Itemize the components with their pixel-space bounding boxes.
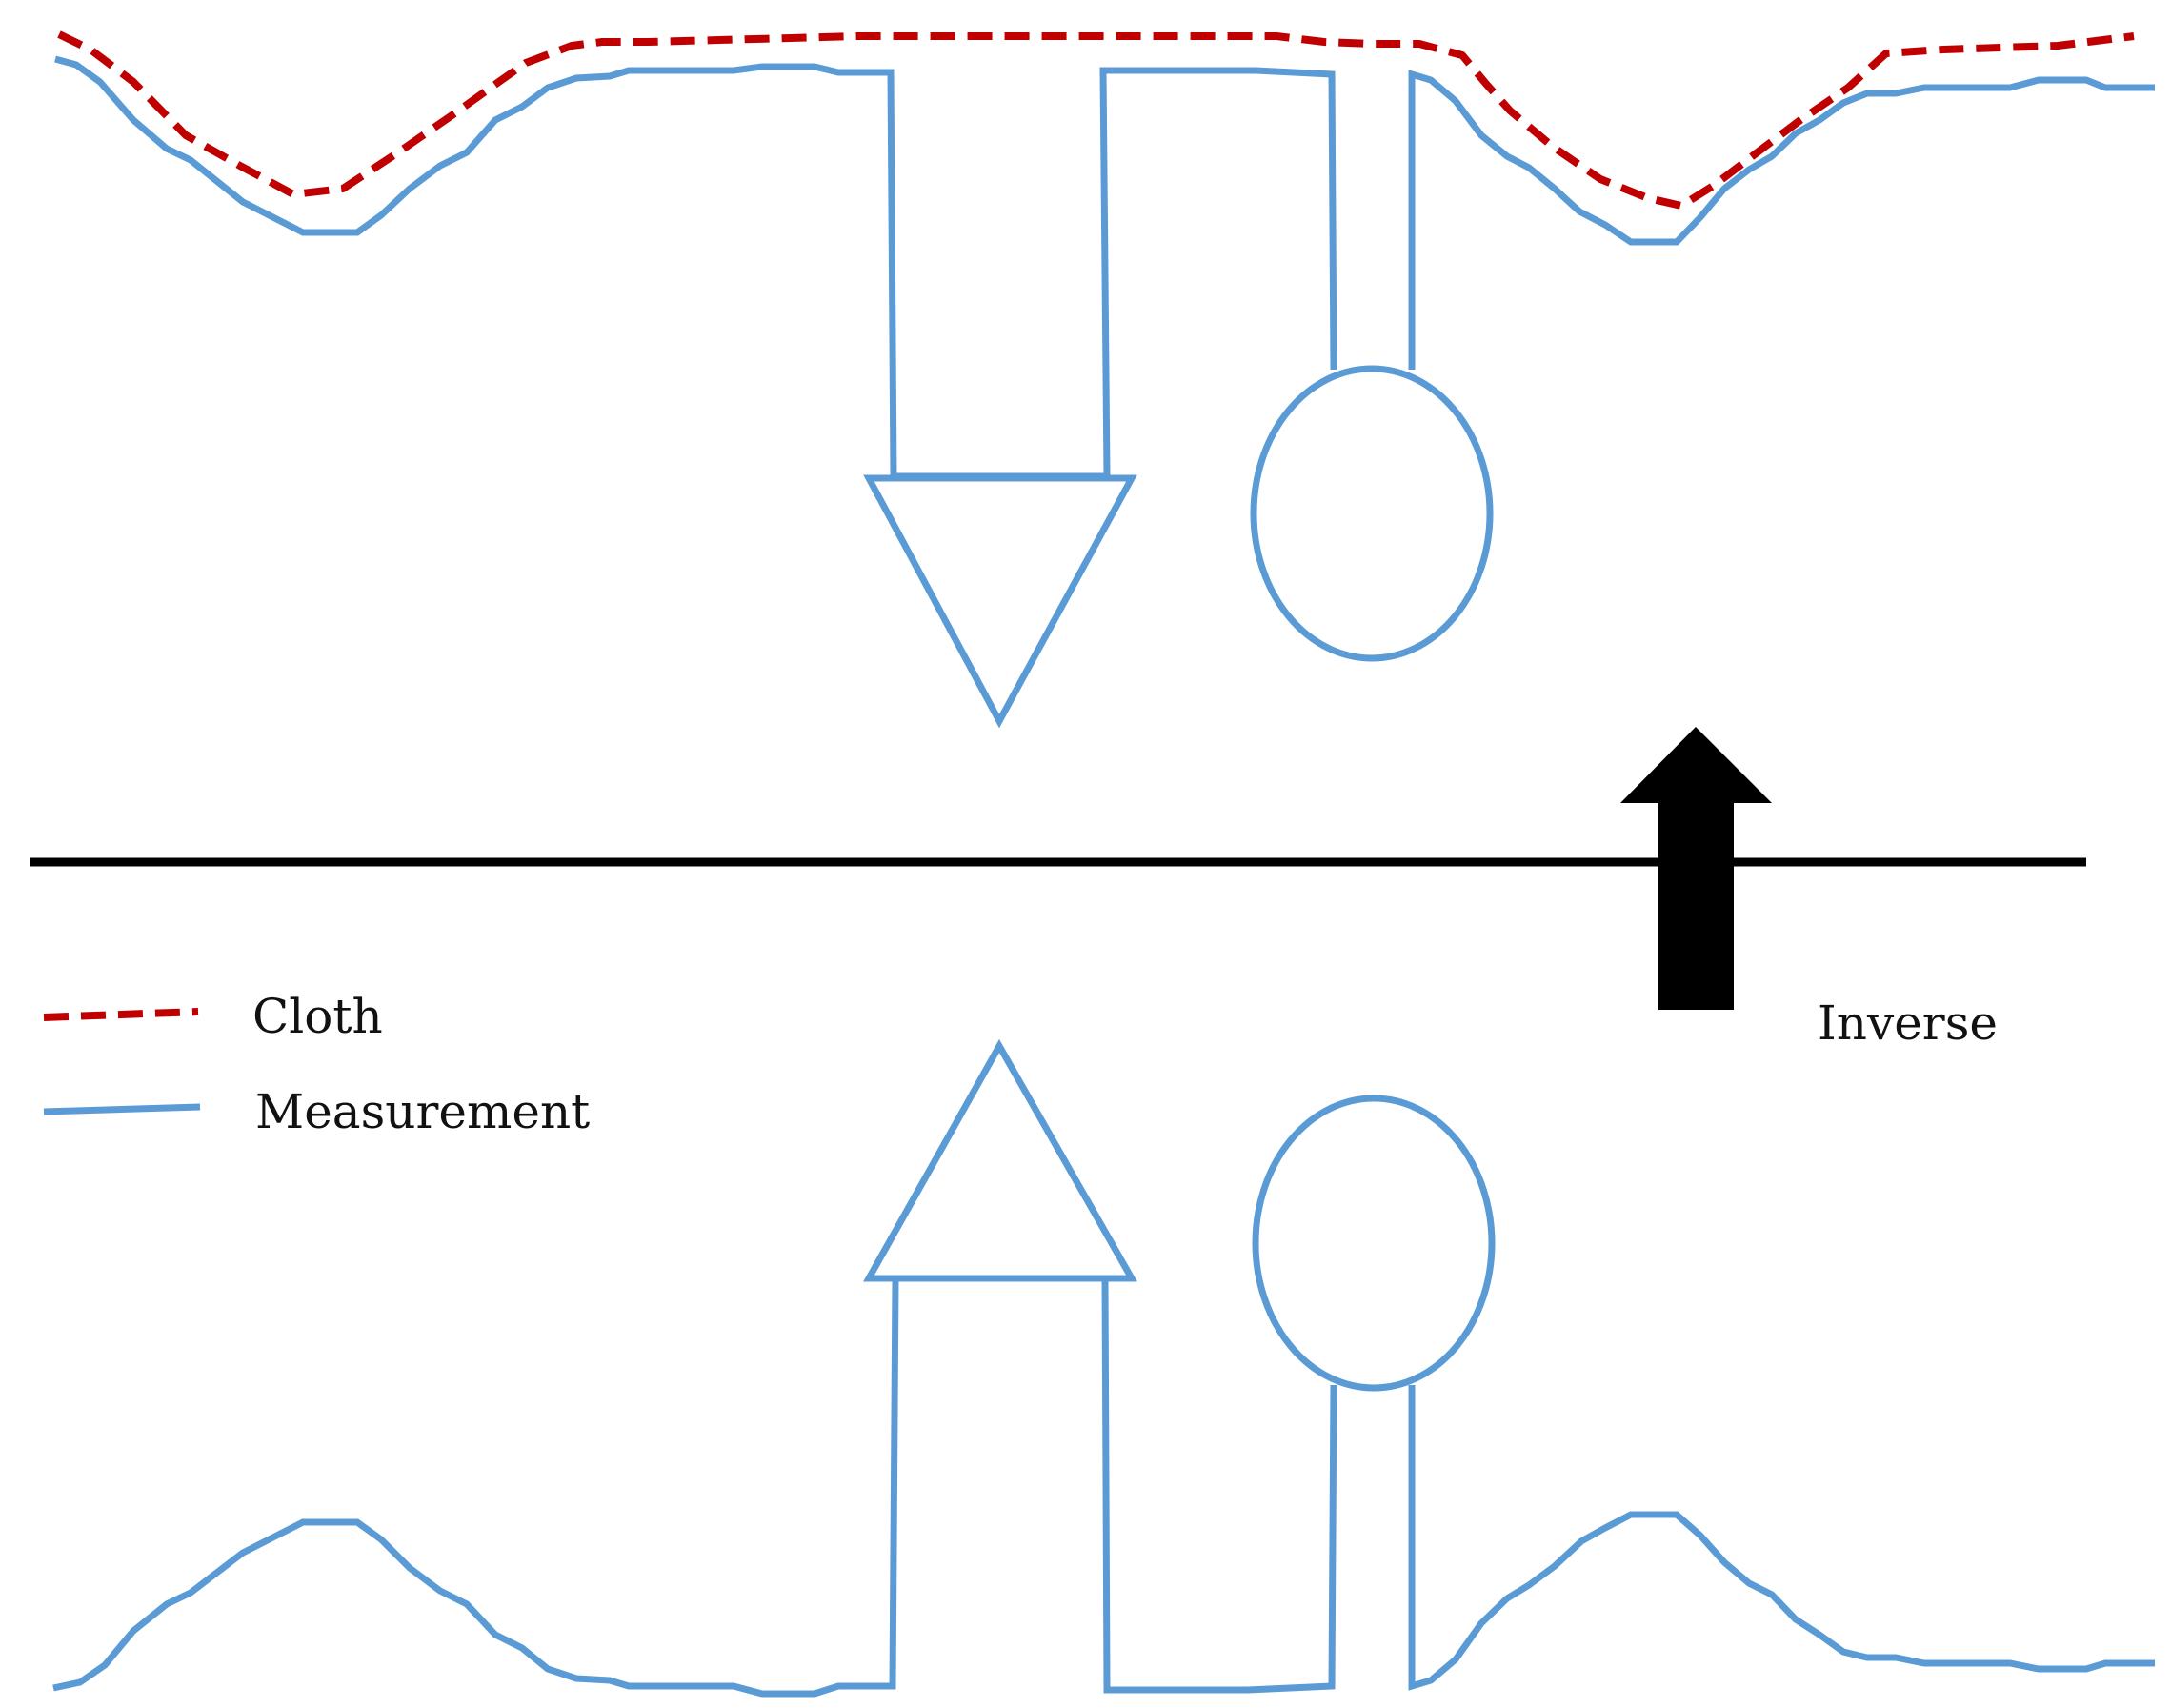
measurement-legend-swatch xyxy=(43,1103,201,1115)
cloth-surface-line xyxy=(57,30,2135,210)
measurement-line-real-mid xyxy=(1101,1277,1337,1694)
measurement-line-real xyxy=(52,1277,899,1698)
real-panel xyxy=(52,1038,2155,1698)
up-arrow-icon xyxy=(1620,727,1772,1010)
inverted-ball-obstacle xyxy=(1250,365,1494,662)
cone-obstacle xyxy=(863,1038,1138,1282)
inverted-panel xyxy=(54,30,2155,729)
inverse-label: Inverse xyxy=(1818,995,1998,1051)
inverted-cone-obstacle xyxy=(863,474,1137,729)
measurement-line-inverted xyxy=(54,55,1337,480)
legend: Cloth Measurement xyxy=(43,989,590,1139)
cloth-legend-label: Cloth xyxy=(252,989,383,1044)
measurement-line-real-right xyxy=(1408,1385,2155,1691)
ball-obstacle xyxy=(1252,1095,1496,1392)
cloth-legend-swatch xyxy=(43,1008,199,1021)
measurement-legend-label: Measurement xyxy=(255,1084,590,1139)
measurement-line-inverted-right xyxy=(1408,70,2155,370)
